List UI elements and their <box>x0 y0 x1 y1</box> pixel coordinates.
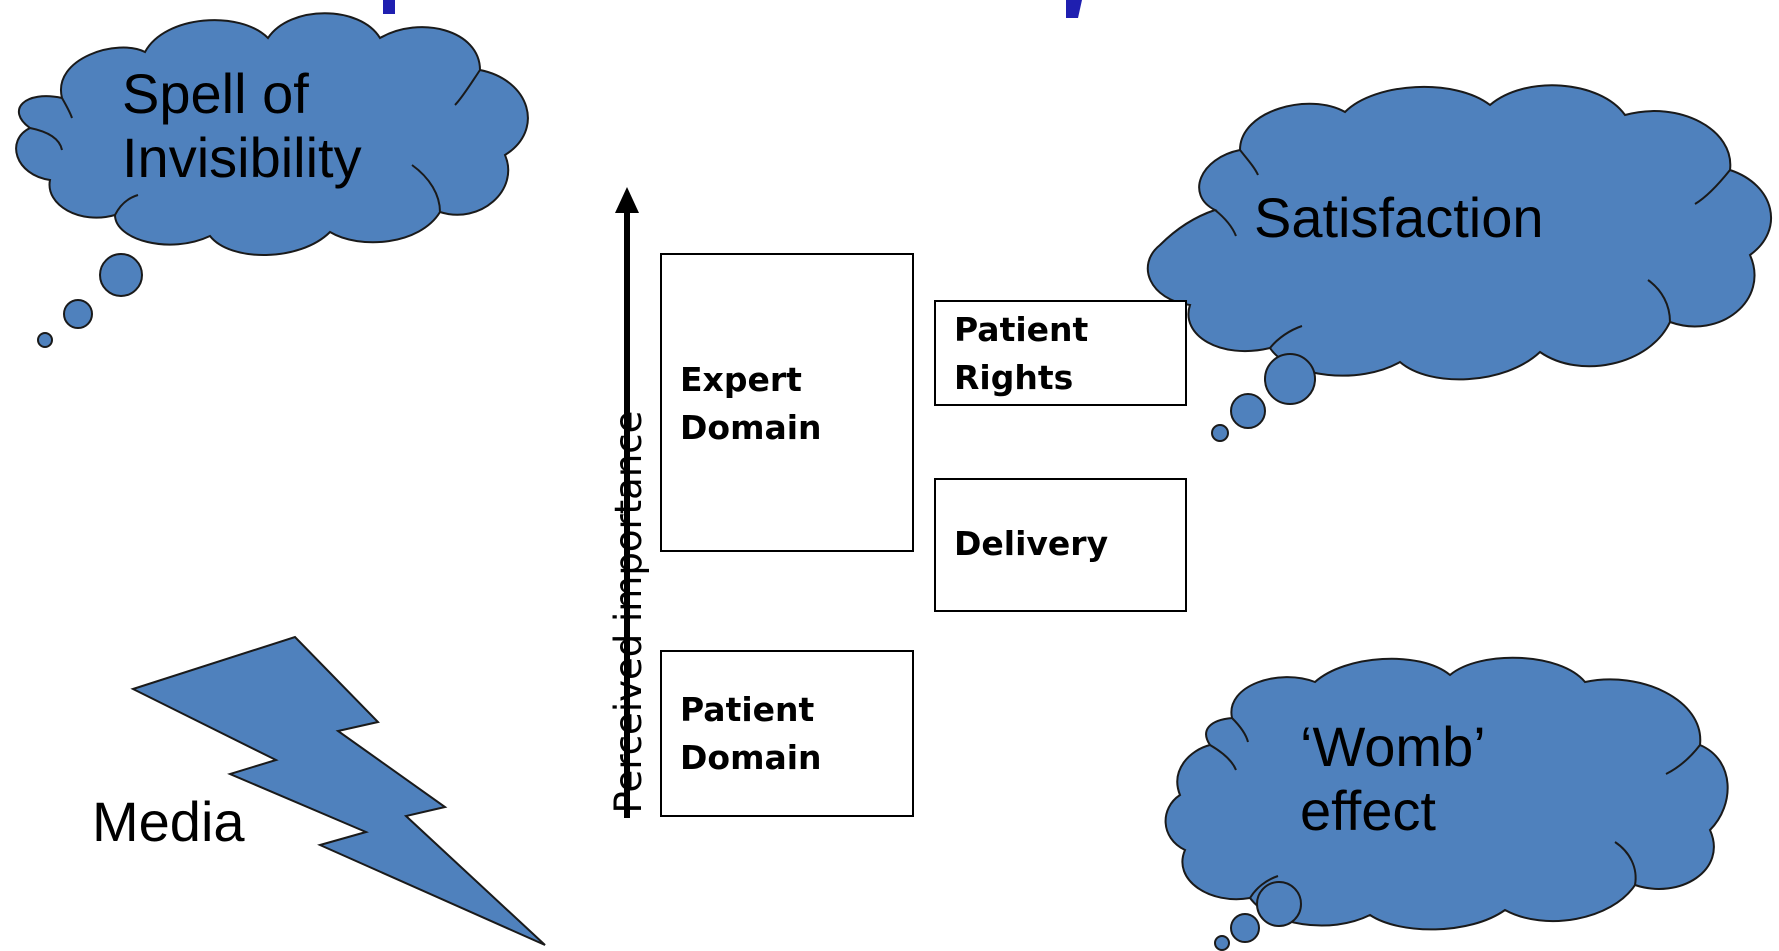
axis-arrow-head <box>615 187 639 213</box>
title-fragment-left <box>383 0 395 14</box>
cloud-label-line: Invisibility <box>122 126 362 190</box>
box-label-line: Domain <box>680 407 822 447</box>
cloud-crease <box>1269 325 1303 349</box>
thought-cloud-womb <box>1164 656 1729 951</box>
delivery-box <box>934 478 1187 612</box>
title-fragment-right <box>1066 0 1082 18</box>
thought-bubble <box>37 332 53 348</box>
box-label-line: Patient <box>954 310 1089 349</box>
thought-bubble <box>1211 424 1229 442</box>
cloud-label-womb: ‘Womb’ effect <box>1300 715 1486 844</box>
expert-domain-label: Expert Domain <box>680 356 822 452</box>
delivery-label: Delivery <box>954 520 1108 568</box>
cloud-label-line: Satisfaction <box>1254 186 1544 249</box>
box-label-line: Patient <box>680 690 815 729</box>
patient-rights-box <box>934 300 1187 406</box>
thought-bubble <box>1214 935 1230 951</box>
cloud-body <box>1146 84 1773 381</box>
thought-cloud-satisfaction <box>1146 84 1773 442</box>
thought-bubble <box>1264 353 1316 405</box>
patient-domain-label: Patient Domain <box>680 686 822 782</box>
cloud-crease <box>411 164 441 213</box>
box-label-line: Domain <box>680 737 822 777</box>
cloud-crease <box>1647 279 1671 323</box>
cloud-label-line: effect <box>1300 779 1436 843</box>
cloud-crease <box>1249 875 1279 899</box>
cloud-body <box>1164 656 1729 931</box>
cloud-crease <box>29 127 63 151</box>
cloud-label-line: Spell of <box>122 62 309 125</box>
cloud-crease <box>1209 744 1237 771</box>
cloud-label-spell: Spell of Invisibility <box>122 62 362 191</box>
cloud-body <box>15 12 529 256</box>
cloud-crease <box>1665 744 1701 775</box>
lightning-bolt-icon <box>130 635 546 946</box>
thought-cloud-spell <box>15 12 529 348</box>
cloud-crease <box>1214 209 1237 237</box>
cloud-label-satisfaction: Satisfaction <box>1254 186 1544 250</box>
cloud-crease <box>114 194 139 216</box>
axis-label: Perceived importance <box>607 410 650 814</box>
cloud-crease <box>1614 841 1637 886</box>
cloud-crease <box>1239 149 1259 176</box>
thought-bubble <box>63 299 93 329</box>
patient-domain-box <box>660 650 914 817</box>
cloud-label-line: ‘Womb’ <box>1300 715 1486 778</box>
thought-bubble <box>1256 881 1302 927</box>
cloud-crease <box>454 69 481 106</box>
cloud-crease <box>1231 717 1249 743</box>
expert-domain-box <box>660 253 914 552</box>
media-label: Media <box>92 790 245 853</box>
cloud-crease <box>61 97 73 119</box>
box-label-line: Delivery <box>954 524 1109 563</box>
box-label-line: Rights <box>954 357 1074 397</box>
box-label-line: Expert <box>680 360 802 399</box>
thought-bubble <box>1230 913 1260 943</box>
cloud-crease <box>1694 169 1731 205</box>
patient-rights-label: Patient Rights <box>954 306 1088 402</box>
thought-bubble <box>1230 393 1266 429</box>
thought-bubble <box>99 253 143 297</box>
